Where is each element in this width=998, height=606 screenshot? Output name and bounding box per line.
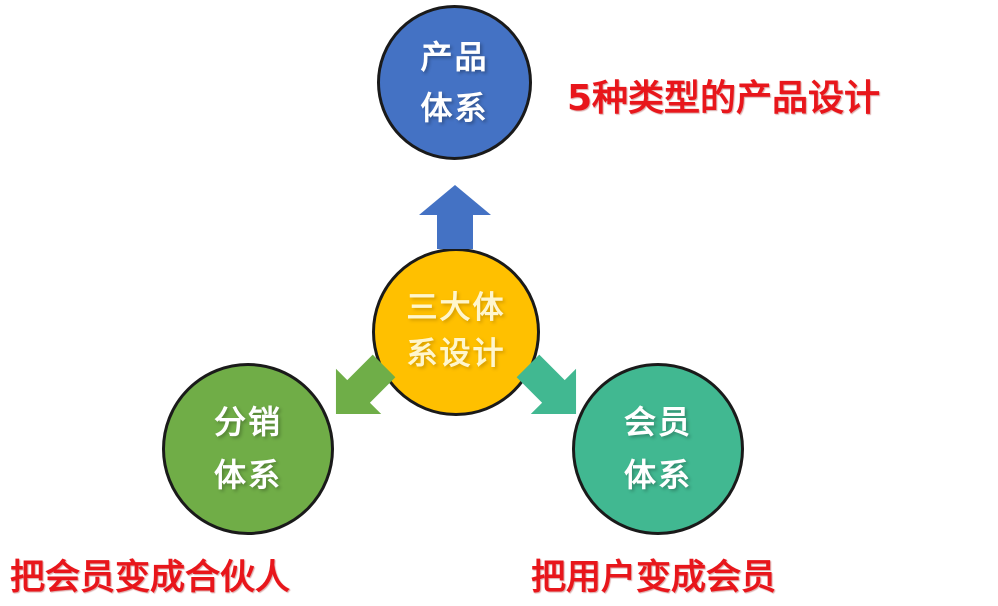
node-three-systems-design-line1: 三大体 (406, 290, 506, 327)
node-distribution-system-line2: 体系 (213, 456, 282, 494)
node-membership-system-line1: 会员 (623, 403, 692, 442)
node-product-system[interactable]: 产品 体系 (377, 5, 532, 160)
node-product-system-line2: 体系 (420, 88, 489, 127)
caption-product-design: 5种类型的产品设计 (567, 78, 881, 119)
arrow-down-left-icon (322, 352, 398, 428)
node-three-systems-design-line2: 系设计 (406, 336, 506, 372)
node-membership-system[interactable]: 会员 体系 (572, 363, 744, 535)
arrow-up-icon (416, 183, 494, 251)
node-product-system-line1: 产品 (420, 37, 489, 76)
caption-member-to-partner: 把会员变成合伙人 (10, 558, 291, 598)
node-distribution-system-line1: 分销 (213, 403, 282, 442)
arrow-down-right-icon (514, 352, 590, 428)
node-membership-system-line2: 体系 (623, 456, 692, 494)
caption-user-to-member: 把用户变成会员 (531, 558, 777, 598)
node-three-systems-design[interactable]: 三大体 系设计 (372, 248, 540, 416)
node-distribution-system[interactable]: 分销 体系 (162, 363, 334, 535)
